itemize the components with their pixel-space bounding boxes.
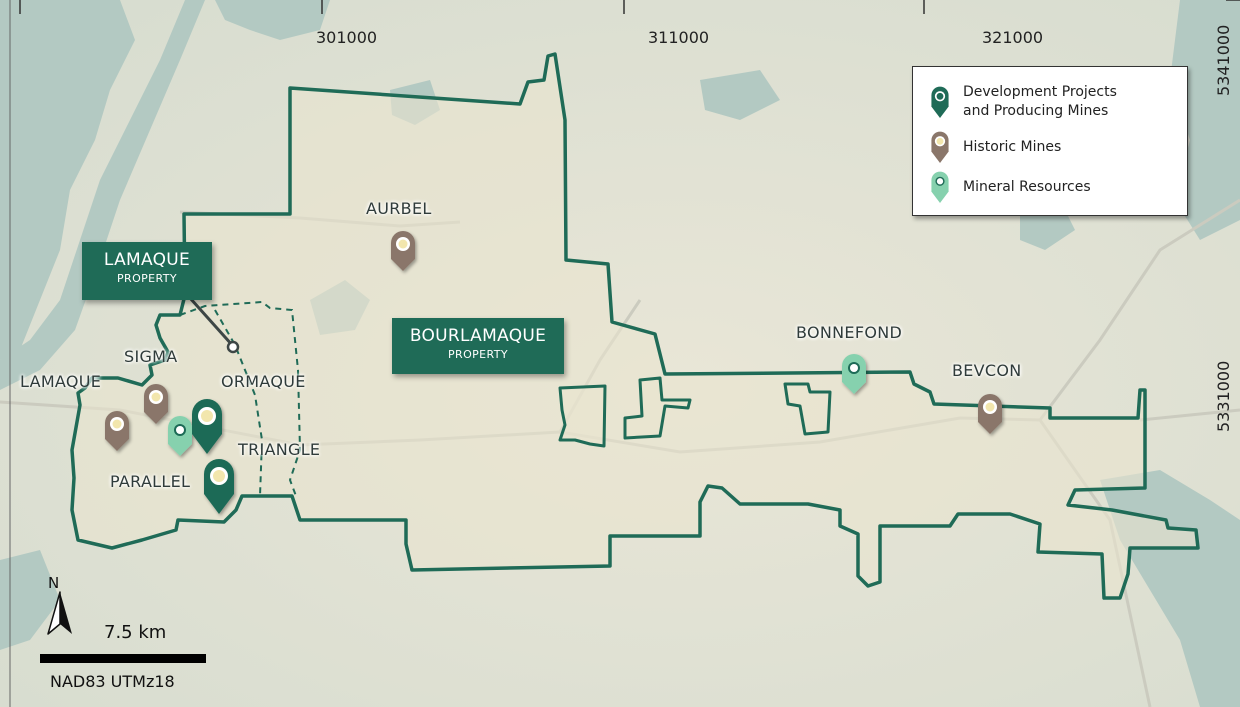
datum-label: NAD83 UTMz18	[50, 672, 175, 691]
legend-label-resources: Mineral Resources	[963, 178, 1091, 195]
scale-bar	[40, 654, 206, 663]
claim-block-3	[783, 382, 832, 436]
label-lamaque: LAMAQUE	[20, 372, 102, 391]
lamaque-subproperty-outline-2	[214, 309, 264, 497]
lake-north-center	[215, 0, 330, 40]
label-parallel: PARALLEL	[110, 472, 191, 491]
marker-historic-sigma	[144, 384, 168, 424]
label-ormaque: ORMAQUE	[221, 372, 306, 391]
coord-right-2: 5331000	[1214, 360, 1233, 432]
map-legend: Development Projects and Producing Mines…	[912, 66, 1188, 216]
lamaque-property-sub: PROPERTY	[117, 272, 177, 285]
scale-distance: 7.5 km	[104, 622, 167, 643]
lamaque-property-name: LAMAQUE	[103, 250, 191, 270]
lake-southwest	[0, 550, 60, 650]
north-label: N	[48, 574, 60, 592]
legend-label-development: Development Projects and Producing Mines	[963, 84, 1117, 119]
road-east	[1139, 408, 1240, 422]
label-sigma: SIGMA	[124, 347, 178, 366]
coord-top-3: 321000	[982, 28, 1044, 47]
marker-development-parallel	[204, 459, 234, 514]
grid-ticks	[19, 0, 1240, 14]
marker-historic-aurbel	[391, 231, 415, 271]
river-west	[0, 0, 205, 390]
historic-marker-icon	[931, 131, 949, 163]
label-triangle: TRIANGLE	[238, 440, 321, 459]
lake-northwest	[0, 0, 135, 360]
lamaque-subproperty-outline	[179, 300, 302, 497]
coord-top-2: 311000	[648, 28, 710, 47]
marker-development-sigma	[192, 399, 222, 454]
marker-resources-bonnefond	[842, 354, 866, 394]
label-bonnefond: BONNEFOND	[796, 323, 903, 342]
label-aurbel: AURBEL	[366, 199, 432, 218]
pond-east-lake	[700, 70, 780, 120]
lamaque-leader-dot	[226, 340, 240, 354]
bourlamaque-property-sub: PROPERTY	[448, 348, 508, 361]
legend-item-development: Development Projects and Producing Mines	[929, 83, 1133, 121]
scale-block: N 7.5 km NAD83 UTMz18	[38, 574, 218, 694]
coord-right-1: 5341000	[1214, 24, 1233, 96]
road-northeast	[1038, 198, 1240, 421]
lamaque-property-box[interactable]: LAMAQUE PROPERTY	[82, 242, 212, 300]
marker-historic-bevcon	[978, 394, 1002, 434]
bourlamaque-property-name: BOURLAMAQUE	[409, 326, 547, 346]
north-arrow-icon	[47, 591, 72, 635]
claim-block-2	[623, 376, 692, 440]
legend-label-historic: Historic Mines	[963, 138, 1062, 155]
marker-layer	[105, 231, 1002, 514]
marker-historic-lamaque	[105, 411, 129, 451]
resources-marker-icon	[931, 171, 949, 203]
claim-blocks	[558, 376, 832, 448]
property-boundary	[70, 52, 1200, 600]
development-marker-icon	[931, 86, 949, 118]
claim-block-1	[558, 384, 607, 448]
label-bevcon: BEVCON	[952, 361, 1022, 380]
pond-west	[38, 140, 80, 185]
legend-item-resources: Mineral Resources	[929, 171, 1091, 203]
marker-resources-sigma	[168, 416, 192, 456]
coord-top-1: 301000	[316, 28, 378, 47]
lamaque-leader-line	[188, 296, 235, 348]
legend-item-historic: Historic Mines	[929, 131, 1061, 163]
bourlamaque-property-box[interactable]: BOURLAMAQUE PROPERTY	[392, 318, 564, 374]
